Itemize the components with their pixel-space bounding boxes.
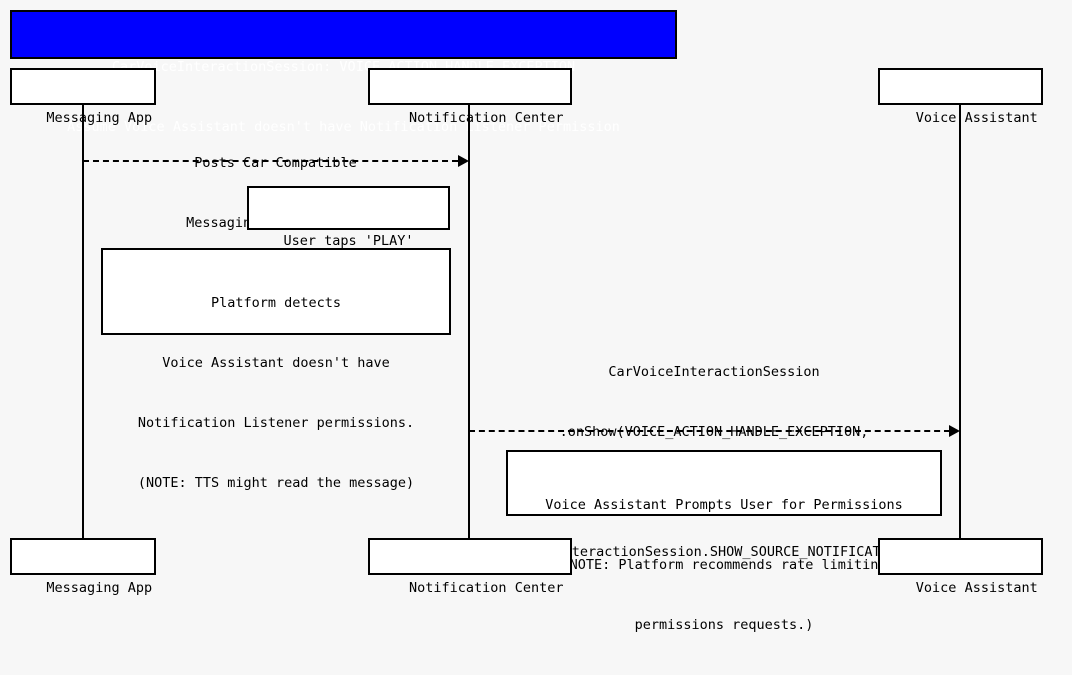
note-assistant-prompts-permissions-line-1: Voice Assistant Prompts User for Permiss… <box>545 497 903 513</box>
lifeline-voice-assistant <box>959 104 961 538</box>
participant-header-messaging-app-label: Messaging App <box>46 110 153 126</box>
lifeline-notification-center <box>468 104 470 538</box>
diagram-title-line-2: Assume Voice Assistant doesn't have Noti… <box>67 119 620 135</box>
note-assistant-prompts-permissions-line-3: permissions requests.) <box>634 617 814 633</box>
message-label-on-show-call-line-4: VoiceInteractionSession.SHOW_SOURCE_NOTI… <box>514 544 914 560</box>
diagram-title-banner: CarVoiceInteractionSession: VOICE_ACTION… <box>10 10 677 135</box>
note-user-taps-play-line-1: User taps 'PLAY' <box>283 233 414 249</box>
note-platform-detects-permissions: Platform detects Voice Assistant doesn't… <box>101 248 451 491</box>
note-platform-detects-permissions-line-4: (NOTE: TTS might read the message) <box>137 475 415 491</box>
participant-header-notification-center[interactable]: Notification Center <box>368 68 572 126</box>
message-label-on-show-call-line-1: CarVoiceInteractionSession <box>608 364 820 380</box>
note-assistant-prompts-permissions-line-2: (NOTE: Platform recommends rate limiting <box>561 557 887 573</box>
message-label-post-notification-line-1: Posts Car Compatible <box>194 155 357 171</box>
sequence-diagram-canvas: CarVoiceInteractionSession: VOICE_ACTION… <box>10 10 1043 633</box>
note-platform-detects-permissions-line-3: Notification Listener permissions. <box>137 415 415 431</box>
participant-footer-notification-center[interactable]: Notification Center <box>368 538 572 596</box>
participant-header-notification-center-label: Notification Center <box>409 110 564 126</box>
note-assistant-prompts-permissions: Voice Assistant Prompts User for Permiss… <box>506 450 942 633</box>
participant-header-messaging-app[interactable]: Messaging App <box>10 68 156 126</box>
participant-header-voice-assistant[interactable]: Voice Assistant <box>878 68 1043 126</box>
message-arrowhead-on-show-call <box>949 425 960 437</box>
participant-footer-voice-assistant[interactable]: Voice Assistant <box>878 538 1043 596</box>
participant-header-voice-assistant-label: Voice Assistant <box>915 110 1038 126</box>
note-user-taps-play: User taps 'PLAY' on Msg Notification <box>247 186 450 309</box>
message-arrow-on-show-call <box>469 430 950 432</box>
lifeline-messaging-app <box>82 104 84 538</box>
participant-footer-notification-center-label: Notification Center <box>409 580 564 596</box>
message-label-on-show-call-line-2: .onShow(VOICE_ACTION_HANDLE_EXCEPTION, <box>559 424 869 440</box>
note-platform-detects-permissions-line-2: Voice Assistant doesn't have <box>162 355 390 371</box>
participant-footer-messaging-app-label: Messaging App <box>46 580 153 596</box>
message-arrow-post-notification <box>83 160 458 162</box>
participant-footer-messaging-app[interactable]: Messaging App <box>10 538 156 596</box>
message-arrowhead-post-notification <box>458 155 469 167</box>
note-platform-detects-permissions-line-1: Platform detects <box>210 295 342 311</box>
participant-footer-voice-assistant-label: Voice Assistant <box>915 580 1038 596</box>
